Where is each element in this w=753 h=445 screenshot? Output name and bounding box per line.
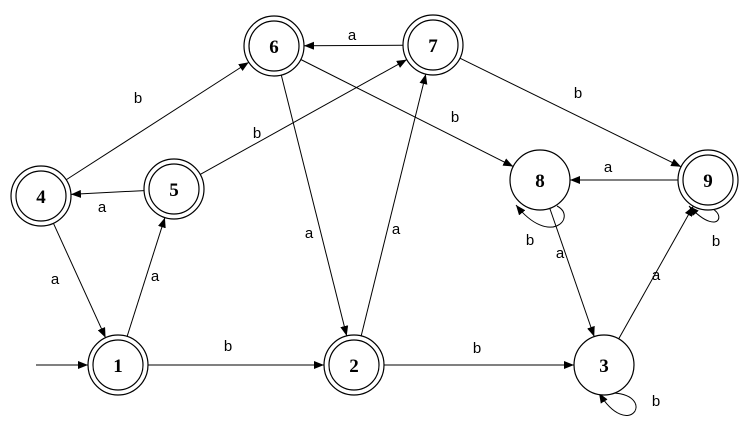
state-7-label: 7: [428, 36, 438, 57]
transition-6-2: [280, 74, 349, 337]
state-1: 1: [87, 334, 149, 396]
state-4-accepting-ring: [15, 170, 67, 222]
transition-8-3: [549, 208, 595, 337]
transitions-layer: b b a a a b b a a a b b a a a b b b: [36, 27, 720, 416]
transition-4-1: [52, 223, 107, 338]
state-7-accepting-ring: [407, 19, 459, 71]
transition-label-5-7: b: [253, 125, 261, 142]
state-2-label: 2: [349, 356, 359, 377]
transition-7-6: [303, 41, 404, 50]
state-2-accepting-ring: [328, 339, 380, 391]
state-1-label: 1: [113, 356, 123, 377]
transition-5-7: [199, 59, 408, 175]
state-7: 7: [402, 14, 464, 76]
self-loop-label-3: b: [652, 393, 660, 410]
self-loop-8: [515, 204, 565, 228]
state-8-outer-circle: [509, 149, 571, 211]
self-loop-3: [598, 392, 637, 416]
state-6-accepting-ring: [248, 20, 300, 72]
transition-label-7-9: b: [574, 85, 582, 102]
state-1-accepting-ring: [92, 339, 144, 391]
transition-label-7-6: a: [348, 27, 357, 44]
transition-label-6-2: a: [305, 225, 314, 242]
transition-label-6-8: b: [451, 109, 459, 126]
transition-4-6: [65, 61, 250, 181]
transition-5-4: [70, 189, 145, 198]
state-9-label: 9: [703, 171, 713, 192]
transition-7-9: [459, 57, 682, 168]
state-9: 9: [677, 149, 739, 211]
state-8: 8: [509, 149, 571, 211]
transition-label-2-7: a: [392, 221, 401, 238]
transition-1-5: [126, 217, 166, 337]
self-loop-label-8: b: [526, 232, 534, 249]
transition-label-1-2: b: [224, 338, 232, 355]
transition-label-5-4: a: [98, 199, 107, 216]
state-5-accepting-ring: [148, 163, 200, 215]
state-4-label: 4: [36, 187, 46, 208]
state-3: 3: [573, 334, 635, 396]
state-6-label: 6: [269, 37, 279, 58]
state-9-accepting-ring: [682, 154, 734, 206]
transition-label-8-3: a: [556, 245, 565, 262]
transition-label-4-1: a: [51, 271, 60, 288]
transition-6-8: [300, 59, 514, 167]
transition-label-3-9: a: [652, 267, 661, 284]
transition-label-4-6: b: [134, 90, 142, 107]
transition-3-9: [618, 205, 694, 340]
state-3-outer-circle: [573, 334, 635, 396]
state-6: 6: [243, 15, 305, 77]
state-5-label: 5: [169, 180, 179, 201]
state-3-label: 3: [599, 356, 609, 377]
state-5: 5: [143, 158, 205, 220]
self-loop-label-9: b: [712, 233, 720, 250]
state-4: 4: [10, 165, 72, 227]
transition-label-1-5: a: [151, 268, 160, 285]
state-2: 2: [323, 334, 385, 396]
transition-2-7: [360, 74, 428, 336]
states-layer: 1 2 3 4 5 6 7 8 9: [10, 14, 739, 396]
state-8-label: 8: [535, 171, 545, 192]
transition-label-2-3: b: [473, 340, 481, 357]
transition-label-9-8: a: [604, 159, 613, 176]
